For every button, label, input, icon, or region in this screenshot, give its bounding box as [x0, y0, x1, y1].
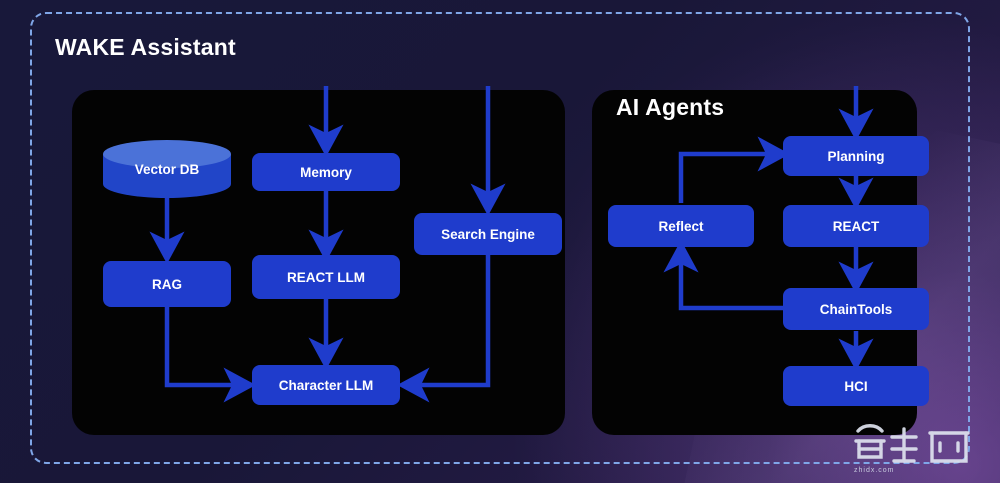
watermark-logo: zhidx.com [854, 424, 970, 474]
node-rag[interactable]: RAG [103, 261, 231, 307]
node-label-rag: RAG [152, 276, 182, 292]
node-search-engine[interactable]: Search Engine [414, 213, 562, 255]
dashed-outer-frame [30, 12, 970, 464]
node-chaintools[interactable]: ChainTools [783, 288, 929, 330]
panel-title-ai-agents: AI Agents [616, 94, 725, 120]
node-planning[interactable]: Planning [783, 136, 929, 176]
node-label-search-engine: Search Engine [441, 226, 535, 242]
node-memory[interactable]: Memory [252, 153, 400, 191]
node-react[interactable]: REACT [783, 205, 929, 247]
node-label-react: REACT [832, 218, 880, 234]
node-character-llm[interactable]: Character LLM [252, 365, 400, 405]
node-label-character-llm: Character LLM [278, 377, 374, 393]
cylinder-top [103, 140, 231, 168]
node-label-memory: Memory [300, 164, 352, 180]
node-label-chaintools: ChainTools [819, 301, 893, 317]
watermark-subtext: zhidx.com [854, 467, 895, 474]
node-label-react-llm: REACT LLM [287, 269, 365, 285]
node-vector-db[interactable]: Vector DB [103, 140, 231, 198]
node-reflect[interactable]: Reflect [608, 205, 754, 247]
node-label-vector-db: Vector DB [134, 161, 200, 177]
node-label-planning: Planning [827, 148, 885, 164]
node-react-llm[interactable]: REACT LLM [252, 255, 400, 299]
page-title: WAKE Assistant [55, 34, 236, 60]
node-label-reflect: Reflect [658, 218, 704, 234]
node-hci[interactable]: HCI [783, 366, 929, 406]
node-label-hci: HCI [844, 378, 868, 394]
